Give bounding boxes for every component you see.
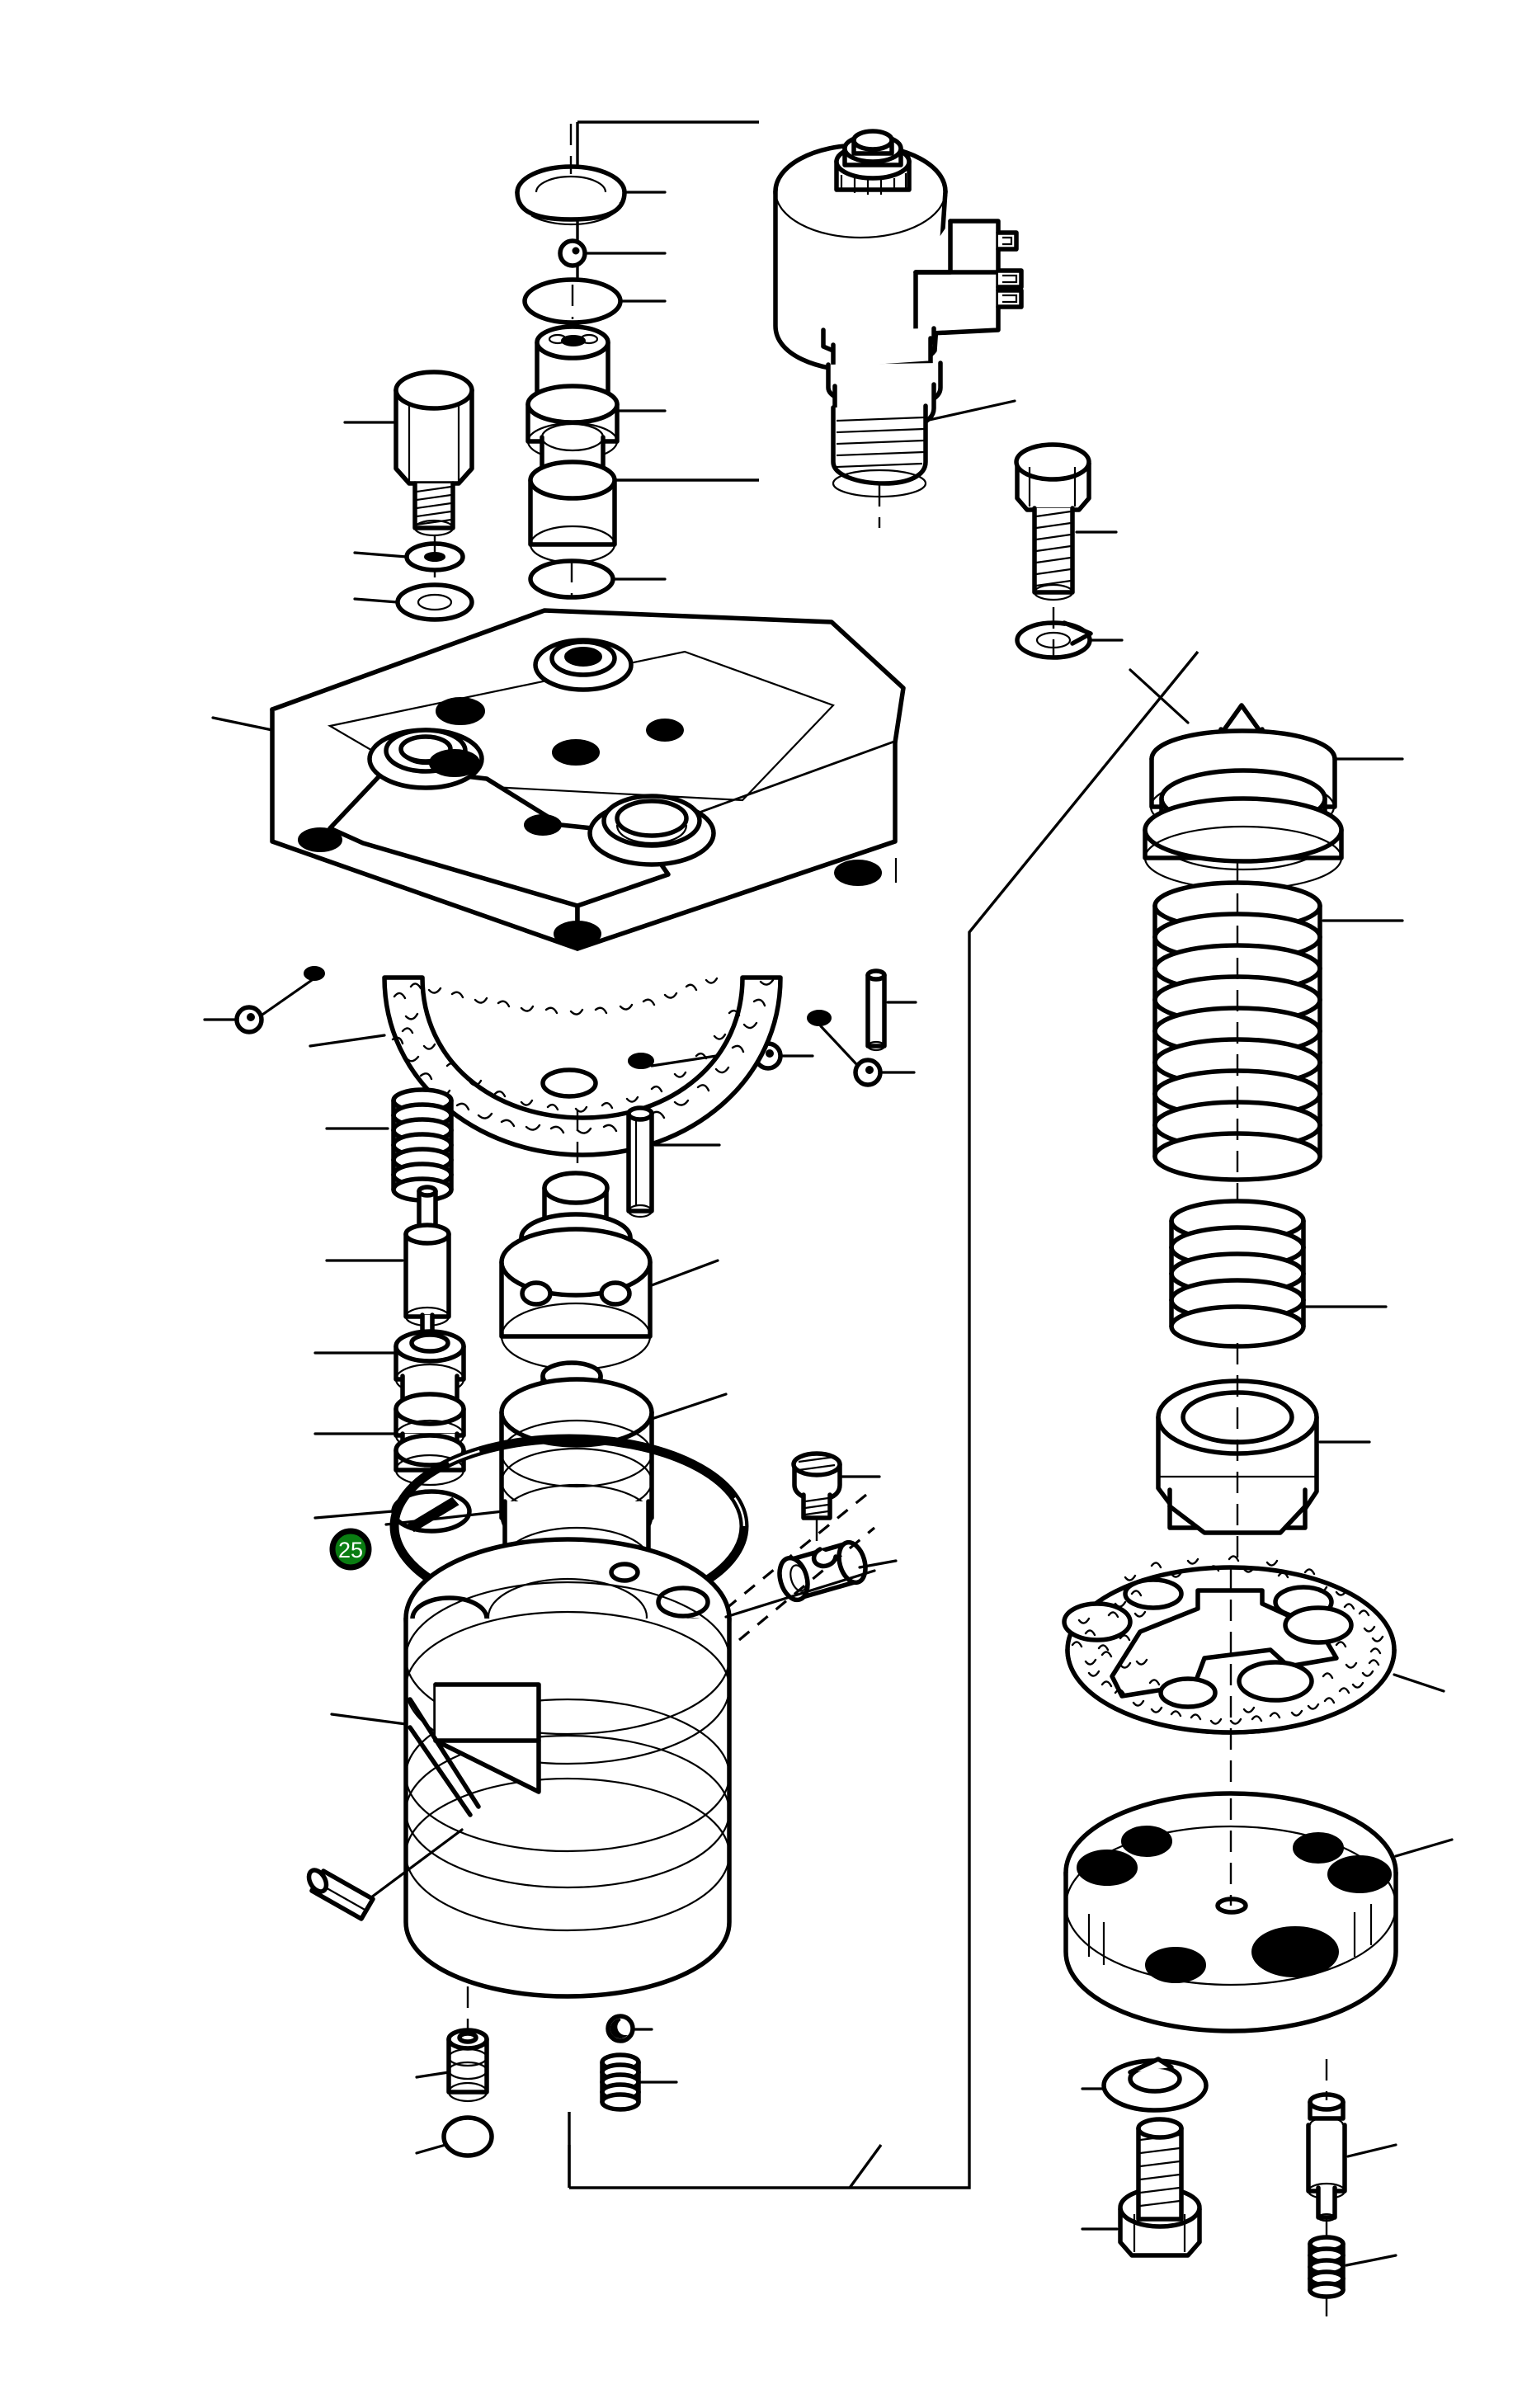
part-cover-plate	[270, 608, 906, 1069]
part-spool-ported	[499, 1171, 653, 1371]
part-set-screw	[791, 1451, 842, 1520]
part-washer-plug-large	[395, 582, 474, 622]
leader-oring-large	[384, 1510, 505, 1526]
leader-plug-ball-a	[261, 977, 316, 1016]
part-roll-pin	[306, 1868, 375, 1921]
part-pin-stepped	[1306, 2092, 1347, 2222]
part-gasket-cover	[382, 975, 783, 1157]
part-plug-ball-a	[234, 1005, 264, 1034]
part-bolt-hex-upper	[1014, 442, 1091, 601]
part-cap-dome	[1143, 703, 1344, 891]
leader-gasket-round	[1393, 1673, 1445, 1693]
marker-25-label: 25	[338, 1538, 363, 1562]
leader-roll-pin	[370, 1828, 464, 1899]
leader-oring-bottom	[415, 2143, 447, 2155]
part-end-plate	[1063, 1791, 1398, 2033]
part-spring-tiny	[1308, 2235, 1346, 2299]
part-spring-bottom-small	[600, 2052, 641, 2112]
part-plug-hex	[394, 370, 474, 537]
part-solenoid-valve	[773, 129, 1024, 498]
leader-retaining-ring	[313, 1510, 394, 1520]
leader-spring-tiny	[1345, 2254, 1397, 2267]
part-ball-bottom	[606, 2014, 635, 2043]
leader-spool-bottom	[415, 2071, 450, 2079]
part-spring-secondary	[1169, 1199, 1306, 1349]
part-spring-small-left	[391, 1087, 454, 1203]
marker-25-circle[interactable]	[329, 1528, 372, 1571]
leader-washer-plug-small	[353, 551, 408, 558]
callout-marker-25[interactable]: 25	[329, 1528, 372, 1571]
leader-pin-stepped	[1346, 2143, 1397, 2158]
part-oring-bottom	[441, 2115, 494, 2158]
leader-washer-plug-large	[353, 597, 399, 604]
leader-solenoid-valve	[924, 399, 1016, 422]
leader-spool-ported	[650, 1259, 719, 1287]
leader-gasket-cover	[309, 1034, 386, 1048]
dashed-assembly-line-b	[738, 1526, 876, 1642]
part-gasket-round	[1062, 1555, 1397, 1735]
leader-cover-plate	[211, 716, 274, 732]
part-spring-main	[1152, 880, 1322, 1182]
leader-bushing-cross	[858, 1559, 898, 1569]
part-valve-poppet-upper	[525, 324, 620, 564]
part-dowel-pin-a	[865, 968, 887, 1052]
part-washer-lock-lower	[1101, 2057, 1209, 2113]
part-dowel-pin-b	[626, 1105, 654, 1218]
part-spool-bottom	[446, 2028, 489, 2103]
leader-valve-body	[330, 1713, 408, 1726]
part-plug-ball-b	[853, 1058, 883, 1087]
leader-cap-dome-2	[1129, 668, 1190, 724]
leader-piston-stepped	[650, 1392, 728, 1421]
part-bolt-hex-lower	[1118, 2117, 1202, 2258]
part-ball-check	[558, 238, 587, 268]
leader-plug-ball-b	[819, 1025, 860, 1067]
leader-end-plate	[1394, 1838, 1454, 1858]
leader-valve-body-top	[724, 1569, 876, 1619]
dashed-assembly-line-a	[724, 1493, 868, 1610]
part-plunger-pin	[403, 1185, 451, 1355]
part-bushing-cross	[777, 1539, 868, 1603]
part-valve-body	[403, 1537, 732, 1999]
part-washer-top-large	[515, 164, 627, 226]
